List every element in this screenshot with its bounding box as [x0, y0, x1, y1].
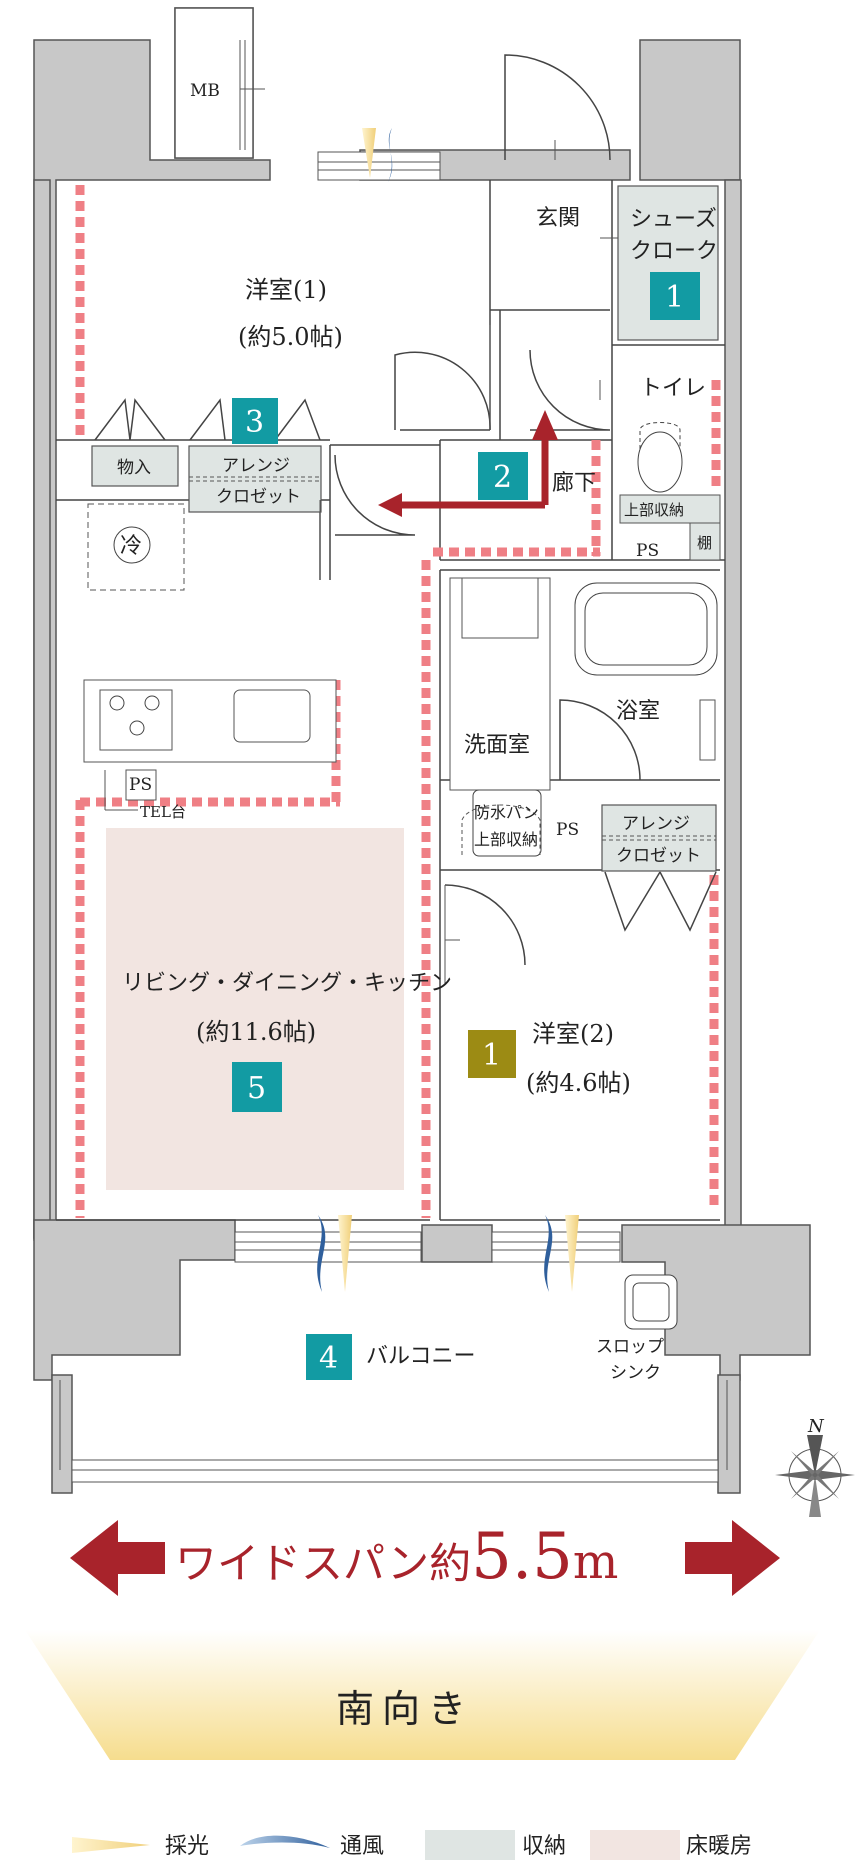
entrance-door — [504, 54, 611, 161]
toilet-fixture — [619, 422, 721, 561]
ldk-floor-heating-area — [106, 828, 404, 1190]
light-mark-top — [362, 128, 376, 178]
light-mark-room2 — [565, 1215, 579, 1292]
wide-span-text: ワイドスパン約5.5m — [175, 1520, 618, 1594]
arrange-closet-2-label-a: アレンジ — [622, 814, 690, 834]
wide-span-banner — [70, 1520, 780, 1596]
closet-doors-room2 — [604, 871, 717, 932]
toilet-door — [529, 349, 611, 431]
monoire-label: 物入 — [117, 458, 151, 478]
monoire-storage — [91, 445, 179, 487]
toilet-upper-storage-label: 上部収納 — [624, 501, 684, 519]
slop-label-a: スロップ — [596, 1337, 664, 1357]
legend-wind-label: 通風 — [340, 1834, 384, 1859]
ps-top-label: PS — [636, 541, 659, 561]
bath-label: 浴室 — [616, 699, 660, 724]
ldk-size: (約11.6帖) — [196, 1018, 316, 1046]
wind-mark-top — [388, 128, 393, 182]
room2-name: 洋室(2) — [532, 1020, 614, 1048]
genkan-label: 玄関 — [536, 206, 580, 231]
slop-sink — [624, 1274, 678, 1330]
closet-doors-room1 — [94, 398, 321, 441]
svg-text:1: 1 — [665, 280, 684, 315]
wash-label: 洗面室 — [464, 733, 530, 758]
fridge-label: 冷 — [120, 534, 142, 559]
svg-text:1: 1 — [482, 1038, 501, 1073]
tel-label: TEL台 — [140, 803, 186, 821]
room2-size: (約4.6帖) — [526, 1069, 631, 1097]
bath-fixture — [559, 582, 718, 781]
balcony-railing — [59, 1380, 728, 1483]
bottom-windows — [234, 1231, 621, 1263]
ldk-name: リビング・ダイニング・キッチン — [122, 971, 452, 996]
mb-box — [174, 7, 265, 159]
floor-heating-lines — [75, 185, 721, 1218]
shoes-label-b: クローク — [630, 239, 718, 264]
arrange-closet-1 — [188, 445, 322, 513]
legend — [72, 1830, 680, 1860]
toilet-label: トイレ — [640, 376, 706, 401]
wind-mark-ldk — [317, 1215, 326, 1292]
arrange-closet-2-label-b: クロゼット — [616, 846, 701, 866]
waterproof-upper-label: 上部収納 — [474, 830, 538, 849]
badge-room2: 1 — [468, 1030, 516, 1078]
south-light-band — [25, 1630, 820, 1760]
svg-text:5: 5 — [247, 1071, 266, 1106]
top-window — [317, 151, 441, 181]
badge-shoes: 1 — [650, 272, 700, 320]
ps-kitchen-label: PS — [129, 775, 152, 795]
slop-label-b: シンク — [610, 1363, 661, 1383]
badge-balcony: 4 — [306, 1334, 352, 1380]
room1-door — [394, 325, 491, 431]
kitchen-area — [83, 500, 337, 811]
compass-north-label: N — [807, 1416, 825, 1437]
badge-ldk: 5 — [232, 1062, 282, 1112]
room1-size: (約5.0帖) — [238, 323, 343, 351]
compass-icon — [775, 1435, 855, 1517]
svg-text:3: 3 — [245, 405, 264, 440]
wash-fixture — [449, 577, 551, 857]
corridor-arrow — [378, 410, 558, 517]
svg-text:4: 4 — [319, 1341, 338, 1376]
legend-floor-heat-label: 床暖房 — [686, 1834, 752, 1859]
svg-text:2: 2 — [493, 460, 512, 495]
legend-storage-label: 収納 — [522, 1834, 566, 1859]
mb-label: MB — [190, 81, 220, 101]
wind-mark-room2 — [544, 1215, 553, 1292]
corridor-label: 廊下 — [552, 471, 596, 496]
arrange-closet-1-label-b: クロゼット — [216, 487, 301, 507]
shelf-label: 棚 — [697, 534, 712, 552]
ldk-door — [334, 454, 416, 536]
badge-closet: 3 — [232, 398, 278, 444]
waterproof-label: 防水パン — [474, 803, 539, 822]
badge-corridor: 2 — [478, 452, 528, 500]
arrange-closet-2 — [601, 804, 717, 872]
light-mark-ldk — [338, 1215, 352, 1292]
ps-wash-label: PS — [556, 820, 579, 840]
legend-light-label: 採光 — [165, 1834, 209, 1859]
room2-door — [444, 884, 526, 985]
balcony-label: バルコニー — [366, 1344, 476, 1369]
arrange-closet-1-label-a: アレンジ — [222, 456, 290, 476]
room1-name: 洋室(1) — [245, 276, 327, 304]
shoes-label-a: シューズ — [630, 207, 717, 232]
south-label: 南向き — [336, 1687, 474, 1731]
